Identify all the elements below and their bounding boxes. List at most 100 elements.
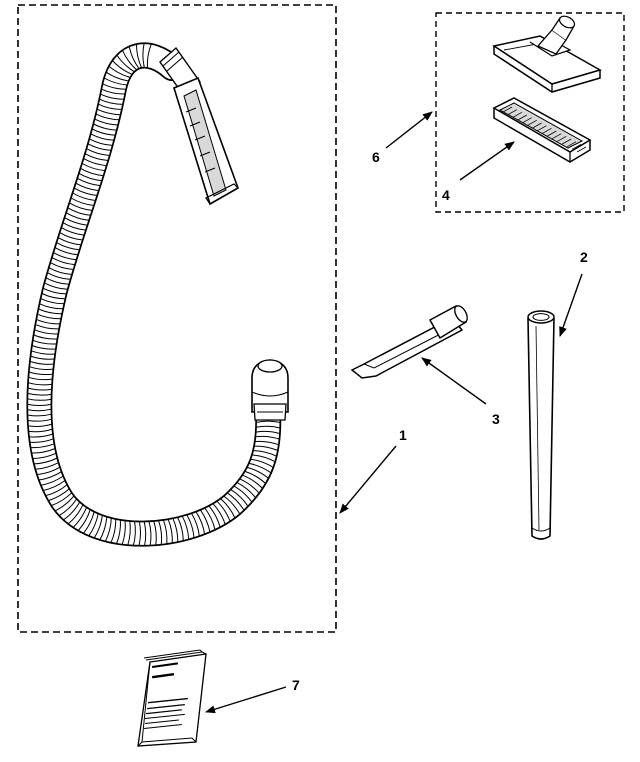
hose-rib [84,153,109,161]
leader-arrow-1 [339,445,397,514]
hose-rib [27,387,52,391]
hose-rib [80,167,104,177]
hose-handle [173,76,239,206]
crevice-tool [350,305,468,379]
hose-rib [181,515,190,540]
hose-rib [204,507,216,530]
hose-rib [27,418,52,422]
hose-rib [102,83,127,90]
dusting-brush [492,97,592,163]
hose-rib [177,517,184,541]
hose-rib [227,492,245,511]
brush-bristle [571,143,582,150]
hose-rib [220,498,236,519]
brush-bristle [512,111,523,118]
hose-rib [93,123,117,131]
hose-rib [29,433,54,438]
hose-rib [42,287,67,295]
hose-rib [96,108,121,116]
hose-rib [65,212,90,221]
hose-rib [112,60,133,75]
hose-rib [78,172,102,182]
hose-rib [61,227,85,236]
hose-rib [27,403,52,406]
hose-rib [47,272,71,280]
hose-rib [59,232,83,241]
brush-bristle [522,117,532,124]
brush-bristle [566,141,577,148]
hose-rib [239,478,260,494]
hose-rib [28,376,53,381]
hose-rib [70,197,94,206]
brush-bristle [542,127,552,134]
hose-rib [246,466,269,479]
hose-rib [41,293,66,300]
brush-bristle [537,125,547,132]
hose-rib [28,423,53,427]
brush-bristle [552,133,562,140]
hose-rib [33,334,58,340]
hose-rib [40,475,64,486]
hose-rib [89,138,113,146]
hose-rib [35,462,59,470]
hose-rib [38,471,62,481]
hose-rib [146,43,152,68]
hose-rib [27,382,53,386]
hose-rib [31,350,56,355]
leader-arrow-4 [459,141,515,181]
callout-1: 1 [399,427,407,443]
hose-rib [98,103,122,110]
hose-rib [250,458,274,468]
brush-bristle [576,146,587,153]
hose-rib [95,113,120,121]
floor-tool [492,15,602,93]
hose-rib [158,520,163,545]
hose-rib [50,262,74,270]
hose-rib [75,182,99,192]
hose-rib [27,413,52,417]
hose-rib [28,428,53,433]
hose-rib [38,308,63,315]
hose-rib [110,519,117,543]
hose-rib [208,505,221,528]
hose-rib [83,158,107,167]
hose-rib [30,355,55,360]
hose-ribs [27,43,281,546]
hose-rib [244,470,266,484]
hose-rib [104,517,112,542]
extension-wand [527,310,555,540]
hose-rib [255,430,281,435]
hose-rib [99,516,108,541]
hose-rib [81,163,106,172]
hose-rib [67,504,84,525]
hose-rib [93,515,103,539]
hose-rib [67,207,91,216]
callout-3: 3 [492,411,500,427]
brush-bristle [517,114,527,121]
hose-rib [30,443,55,449]
hose-rib [31,448,56,454]
hose-rib [105,71,129,82]
leader-arrow-3 [421,357,487,405]
hose-rib [108,65,131,78]
hose-rib [254,440,279,446]
hose-rib [143,521,147,546]
hose-rib [103,77,128,86]
hose-rib [256,425,281,429]
hose-rib [62,222,86,231]
hose-rib [86,148,110,156]
hose-rib [53,252,77,261]
brush-bristle [527,119,537,126]
hose-rib [233,485,253,503]
brush-bristle [532,122,542,129]
hose-rib [69,202,93,211]
hose-rib [195,511,206,535]
hose-rib [253,450,277,457]
hose-rib [48,488,70,502]
hose-rib [51,492,72,507]
hose-end-cuff [251,359,289,421]
hose-rib [91,128,116,136]
hose-rib [148,521,152,546]
hose-rib [36,318,61,325]
